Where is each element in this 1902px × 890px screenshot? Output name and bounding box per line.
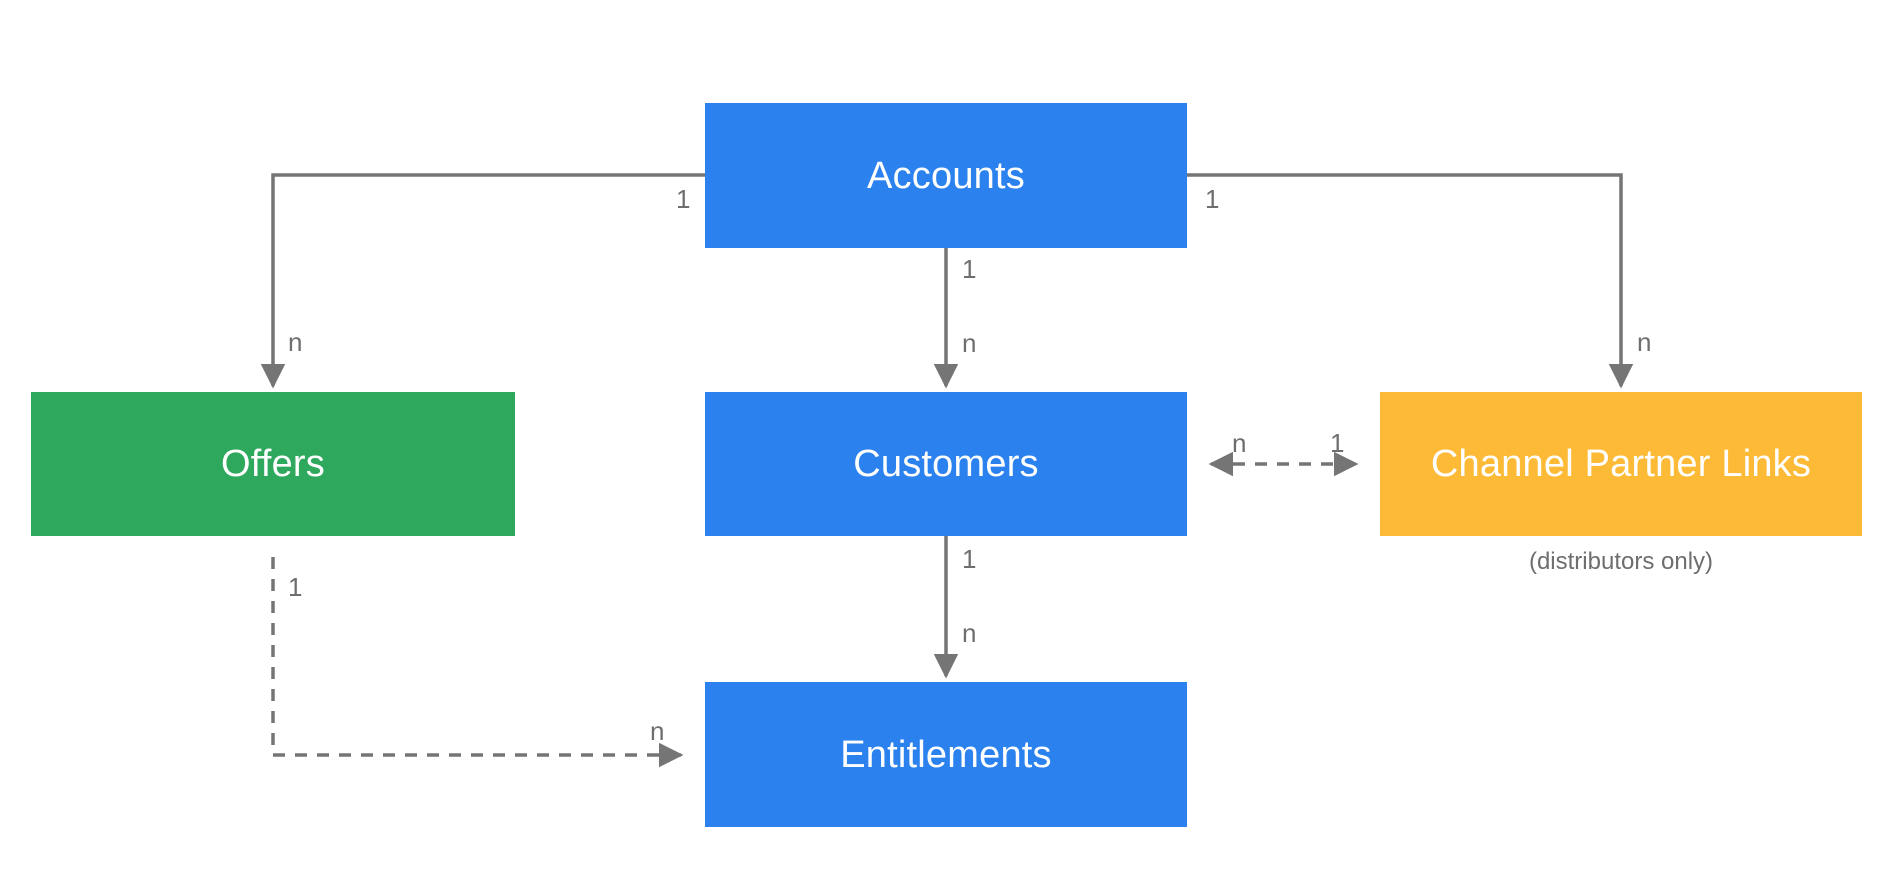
edge-label-accounts-customers-many: n xyxy=(962,328,977,358)
node-accounts-label: Accounts xyxy=(867,154,1025,197)
edge-accounts-offers xyxy=(260,173,705,389)
node-customers-label: Customers xyxy=(853,443,1039,485)
edge-label-customers-cpl-one: 1 xyxy=(1330,428,1345,458)
node-entitlements[interactable]: Entitlements xyxy=(705,682,1187,827)
node-offers-label: Offers xyxy=(221,443,325,485)
node-channel-partner-links-caption: (distributors only) xyxy=(1528,548,1714,575)
edge-label-entitlements-offers-one: 1 xyxy=(288,572,303,602)
node-offers[interactable]: Offers xyxy=(31,392,515,536)
node-entitlements-label: Entitlements xyxy=(840,733,1052,776)
edge-label-entitlements-offers-many: n xyxy=(650,716,665,746)
edge-label-accounts-offers-one: 1 xyxy=(676,184,691,214)
edge-entitlements-offers xyxy=(271,548,684,768)
edge-label-accounts-customers-one: 1 xyxy=(962,254,977,284)
edge-label-accounts-offers-many: n xyxy=(288,327,303,357)
edge-label-accounts-cpl-many: n xyxy=(1637,327,1652,357)
node-channel-partner-links-label: Channel Partner Links xyxy=(1430,443,1812,485)
edge-accounts-channel-partner-links xyxy=(1187,173,1634,389)
edge-label-accounts-cpl-one: 1 xyxy=(1205,184,1220,214)
node-accounts[interactable]: Accounts xyxy=(705,103,1187,248)
edge-label-customers-entitlements-one: 1 xyxy=(962,544,977,574)
edge-label-customers-entitlements-many: n xyxy=(962,618,977,648)
edge-label-customers-cpl-many: n xyxy=(1232,428,1247,458)
node-customers[interactable]: Customers xyxy=(705,392,1187,536)
node-channel-partner-links[interactable]: Channel Partner Links xyxy=(1380,392,1862,536)
